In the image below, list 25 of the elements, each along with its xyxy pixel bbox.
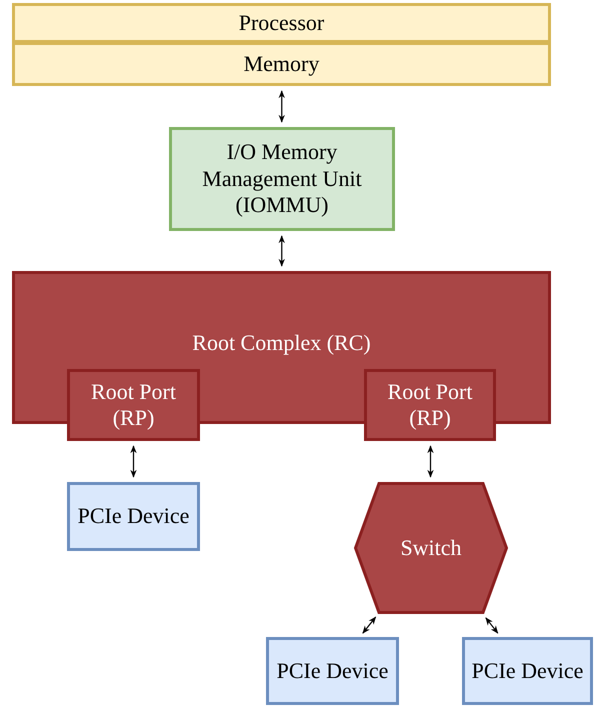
arrow — [362, 616, 376, 634]
processor-box — [12, 3, 551, 43]
arrow — [130, 445, 137, 478]
device-box — [266, 637, 399, 705]
arrow — [427, 445, 434, 478]
node-label: Switch — [400, 534, 462, 562]
root-port-box — [364, 369, 496, 441]
arrow — [278, 235, 285, 267]
root-port-box — [67, 369, 200, 441]
iommu-box — [169, 127, 395, 231]
memory-box — [12, 42, 551, 86]
node-label: Root Port (RP) — [386, 378, 474, 432]
device-box — [462, 637, 593, 705]
node-label: Root Port (RP) — [90, 378, 177, 432]
switch-hexagon — [354, 482, 508, 614]
device-box — [67, 482, 200, 551]
node-label: I/O Memory Management Unit (IOMMU) — [201, 139, 363, 219]
node-label: Processor — [238, 10, 324, 36]
arrow — [485, 617, 498, 634]
arrow — [278, 90, 285, 123]
node-label: PCIe Device — [472, 658, 584, 684]
node-label: Memory — [244, 50, 320, 78]
node-label: PCIe Device — [276, 658, 388, 684]
node-label: Root Complex (RC) — [192, 330, 371, 356]
node-label: PCIe Device — [78, 503, 190, 530]
